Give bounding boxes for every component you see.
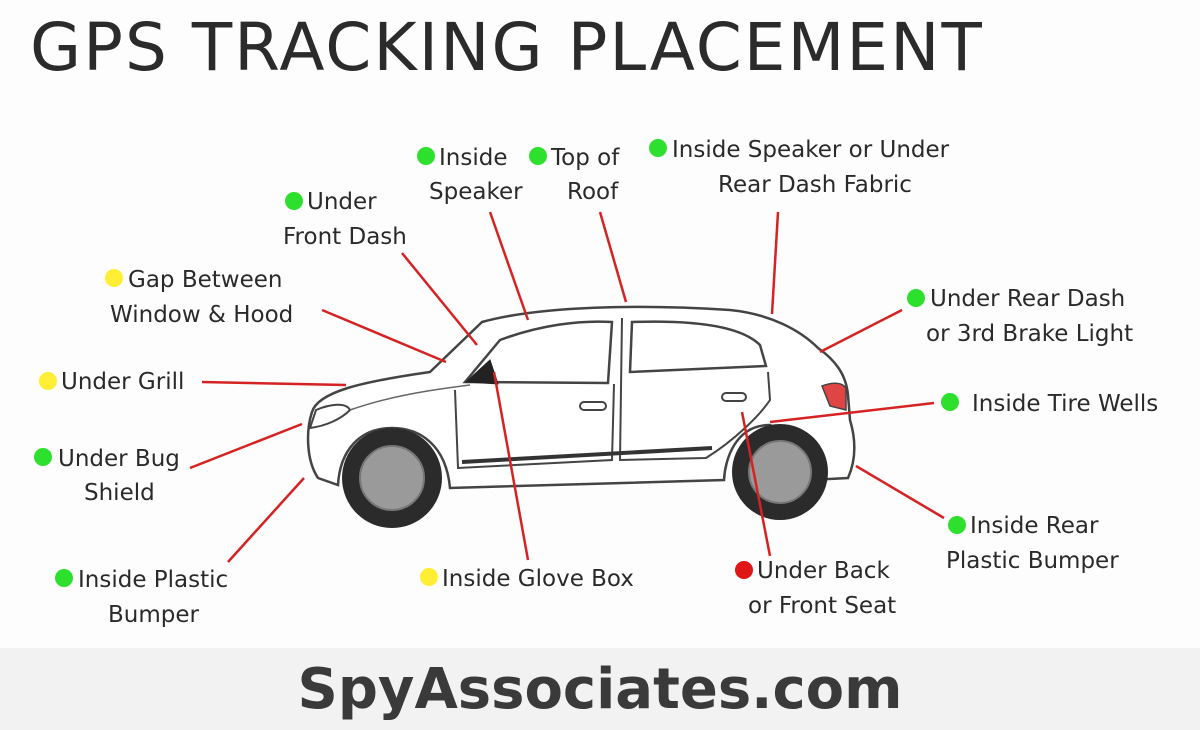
status-dot-green (529, 147, 547, 165)
label-under-seat: Under Back or Front Seat (735, 558, 896, 619)
rear-door-handle (722, 393, 746, 401)
label-line: Front Dash (283, 224, 407, 250)
label-line: or Front Seat (748, 593, 896, 619)
leader-under-grill (202, 382, 346, 385)
label-line: Inside Speaker or Under (672, 137, 950, 163)
status-dot-yellow (105, 269, 123, 287)
leader-gap-window-hood (322, 310, 446, 362)
label-line: Inside Plastic (78, 567, 228, 593)
label-line: Under Back (757, 558, 890, 584)
label-line: Plastic Bumper (946, 548, 1119, 574)
label-line: Inside (439, 145, 507, 171)
leader-inside-plastic-bumper (228, 478, 304, 562)
label-line: Bumper (108, 602, 200, 628)
label-inside-speaker: Inside Speaker (417, 145, 523, 205)
label-line: Gap Between (128, 267, 282, 293)
car-illustration (308, 307, 854, 528)
label-inside-speaker-rear-dash: Inside Speaker or Under Rear Dash Fabric (649, 137, 950, 198)
status-dot-green (941, 393, 959, 411)
label-inside-tire-wells: Inside Tire Wells (941, 391, 1158, 417)
label-inside-rear-bumper: Inside Rear Plastic Bumper (946, 513, 1119, 574)
label-under-front-dash: Under Front Dash (283, 189, 407, 250)
label-inside-glove-box: Inside Glove Box (420, 566, 634, 592)
label-under-rear-dash: Under Rear Dash or 3rd Brake Light (907, 286, 1133, 347)
leader-inside-rear-bumper (856, 466, 944, 518)
leader-under-rear-dash (820, 310, 902, 352)
label-inside-plastic-bumper: Inside Plastic Bumper (55, 567, 228, 628)
leader-top-of-roof (600, 212, 626, 302)
status-dot-green (285, 192, 303, 210)
status-dot-yellow (39, 372, 57, 390)
label-line: Under Rear Dash (930, 286, 1125, 312)
label-line: Under (307, 189, 377, 215)
brand-logo: SpyAssociates.com (0, 654, 1200, 726)
status-dot-green (417, 147, 435, 165)
leader-inside-speaker (490, 212, 528, 320)
leader-inside-speaker-rear-dash (772, 212, 778, 314)
label-line: Top of (550, 145, 620, 171)
label-line: Inside Rear (970, 513, 1099, 539)
status-dot-green (55, 569, 73, 587)
front-door-handle (580, 402, 606, 410)
label-gap-window-hood: Gap Between Window & Hood (105, 267, 293, 328)
label-line: Speaker (429, 179, 523, 205)
status-dot-green (907, 289, 925, 307)
leader-under-bug-shield (190, 424, 302, 468)
status-dot-yellow (420, 568, 438, 586)
label-under-grill: Under Grill (39, 369, 184, 395)
status-dot-green (649, 139, 667, 157)
label-line: Inside Glove Box (442, 566, 634, 592)
label-line: Rear Dash Fabric (718, 172, 912, 198)
label-line: Under Bug (58, 446, 180, 472)
front-rim (360, 446, 424, 510)
label-line: Inside Tire Wells (972, 391, 1158, 417)
leader-under-front-dash (402, 253, 477, 345)
label-under-bug-shield: Under Bug Shield (34, 446, 180, 506)
status-dot-green (34, 448, 52, 466)
label-line: Roof (567, 179, 619, 205)
label-top-of-roof: Top of Roof (529, 145, 620, 205)
label-line: Window & Hood (110, 302, 293, 328)
label-line: Under Grill (61, 369, 184, 395)
status-dot-green (948, 516, 966, 534)
label-line: or 3rd Brake Light (926, 321, 1133, 347)
label-line: Shield (84, 480, 155, 506)
status-dot-red (735, 561, 753, 579)
